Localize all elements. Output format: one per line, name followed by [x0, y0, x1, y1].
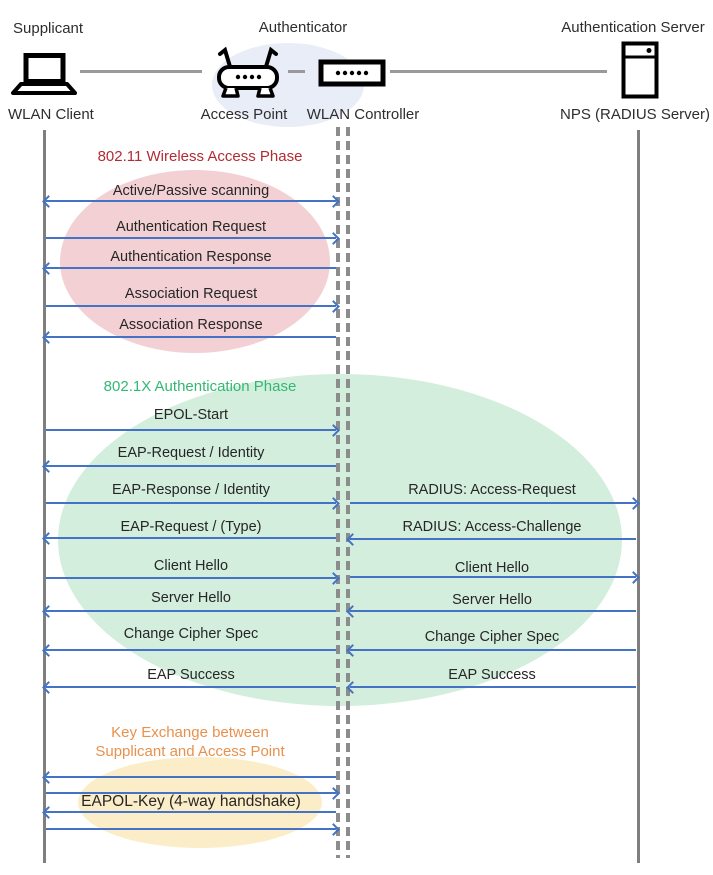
- message-arrow-right: [350, 502, 636, 504]
- message-label: Change Cipher Spec: [123, 626, 259, 642]
- role-label-authentication-server: Authentication Server: [561, 19, 705, 36]
- message-arrow-right: [46, 502, 336, 504]
- message-arrow-right: [46, 828, 336, 830]
- message-arrow-left: [46, 811, 336, 813]
- wlan-controller-icon: [318, 59, 386, 87]
- message-label: Client Hello: [454, 560, 530, 576]
- message-arrow-left: [350, 610, 636, 612]
- message-arrow-right: [46, 429, 336, 431]
- connector-line: [390, 70, 607, 73]
- message-label: RADIUS: Access-Request: [408, 482, 576, 498]
- access-point-icon: [217, 46, 279, 98]
- lifeline-authenticator-dashed-left: [336, 127, 340, 858]
- message-label: Active/Passive scanning: [112, 183, 270, 199]
- connector-line: [80, 70, 202, 73]
- message-label: Association Response: [119, 317, 263, 333]
- message-arrow-right: [46, 237, 336, 239]
- message-label: EPOL-Start: [153, 407, 229, 423]
- message-arrow-left: [350, 649, 636, 651]
- phase-title-key-exchange: Key Exchange between Supplicant and Acce…: [95, 724, 285, 760]
- message-label: Change Cipher Spec: [424, 629, 560, 645]
- role-label-authenticator: Authenticator: [258, 19, 348, 36]
- message-arrow-bidirectional: [46, 200, 336, 202]
- connector-line: [288, 70, 305, 73]
- message-arrow-right: [46, 792, 336, 794]
- lifeline-radius-server: [637, 130, 640, 863]
- message-arrow-right: [46, 577, 336, 579]
- message-label: EAP Success: [448, 667, 536, 683]
- device-label-wlan-controller: WLAN Controller: [306, 106, 420, 123]
- device-label-nps-radius-server: NPS (RADIUS Server): [559, 106, 711, 123]
- message-arrow-left: [46, 465, 336, 467]
- message-arrow-left: [350, 538, 636, 540]
- laptop-icon: [11, 53, 77, 95]
- message-arrow-left: [46, 649, 336, 651]
- message-label: EAP Success: [147, 667, 235, 683]
- message-arrow-left: [46, 610, 336, 612]
- message-arrow-right: [46, 305, 336, 307]
- role-label-supplicant: Supplicant: [13, 20, 84, 37]
- message-label: Server Hello: [452, 592, 532, 608]
- phase-title-80211: 802.11 Wireless Access Phase: [97, 148, 303, 165]
- message-label: RADIUS: Access-Challenge: [402, 519, 582, 535]
- lifeline-authenticator-dashed-right: [346, 127, 350, 858]
- message-label: EAP-Response / Identity: [112, 482, 270, 498]
- phase-ellipse-8021x: [58, 374, 622, 706]
- lifeline-wlan-client: [43, 130, 46, 863]
- message-arrow-left: [46, 267, 336, 269]
- phase-ellipse-key-exchange: [78, 757, 322, 848]
- message-label: Client Hello: [153, 558, 229, 574]
- message-label: Authentication Response: [110, 249, 272, 265]
- message-arrow-left: [46, 776, 336, 778]
- server-icon: [621, 41, 659, 99]
- message-arrow-left: [46, 336, 336, 338]
- message-arrow-left: [46, 537, 336, 539]
- message-arrow-right: [350, 576, 636, 578]
- message-label: Server Hello: [151, 590, 231, 606]
- message-label: EAPOL-Key (4-way handshake): [81, 793, 301, 810]
- message-label: EAP-Request / (Type): [120, 519, 262, 535]
- device-label-wlan-client: WLAN Client: [8, 106, 94, 123]
- message-label: Authentication Request: [116, 219, 266, 235]
- message-arrow-left: [350, 686, 636, 688]
- message-label: EAP-Request / Identity: [117, 445, 265, 461]
- message-arrow-left: [46, 686, 336, 688]
- message-label: Association Request: [124, 286, 258, 302]
- phase-title-8021x: 802.1X Authentication Phase: [103, 378, 297, 395]
- device-label-access-point: Access Point: [200, 106, 288, 123]
